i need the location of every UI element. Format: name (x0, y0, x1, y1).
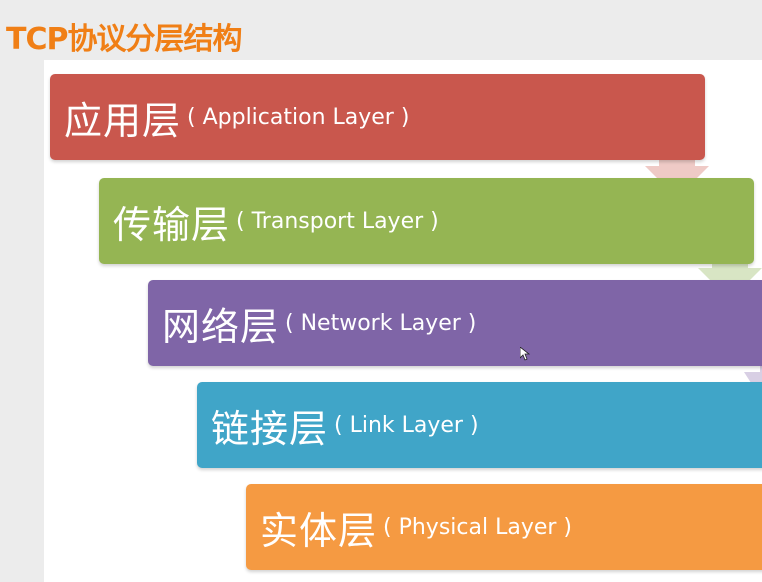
layer-name-zh: 应用层 (64, 98, 182, 143)
link-layer-box: 链接层 ( Link Layer ) (197, 382, 762, 468)
layer-name-en: ( Application Layer ) (187, 104, 410, 130)
layer-name-en: ( Physical Layer ) (383, 514, 572, 540)
transport-layer-box: 传输层 ( Transport Layer ) (99, 178, 754, 264)
application-layer-box: 应用层 ( Application Layer ) (50, 74, 705, 160)
network-layer-box: 网络层 ( Network Layer ) (148, 280, 762, 366)
slide-title: TCP协议分层结构 (6, 22, 242, 57)
layer-name-zh: 链接层 (211, 406, 329, 451)
layer-name-en: ( Link Layer ) (334, 412, 479, 438)
layer-name-en: ( Network Layer ) (285, 310, 477, 336)
physical-layer-box: 实体层 ( Physical Layer ) (246, 484, 762, 570)
layer-name-zh: 传输层 (113, 202, 231, 247)
mouse-cursor-icon (520, 347, 530, 361)
layer-name-zh: 网络层 (162, 304, 280, 349)
layer-name-zh: 实体层 (260, 508, 378, 553)
layer-name-en: ( Transport Layer ) (236, 208, 439, 234)
